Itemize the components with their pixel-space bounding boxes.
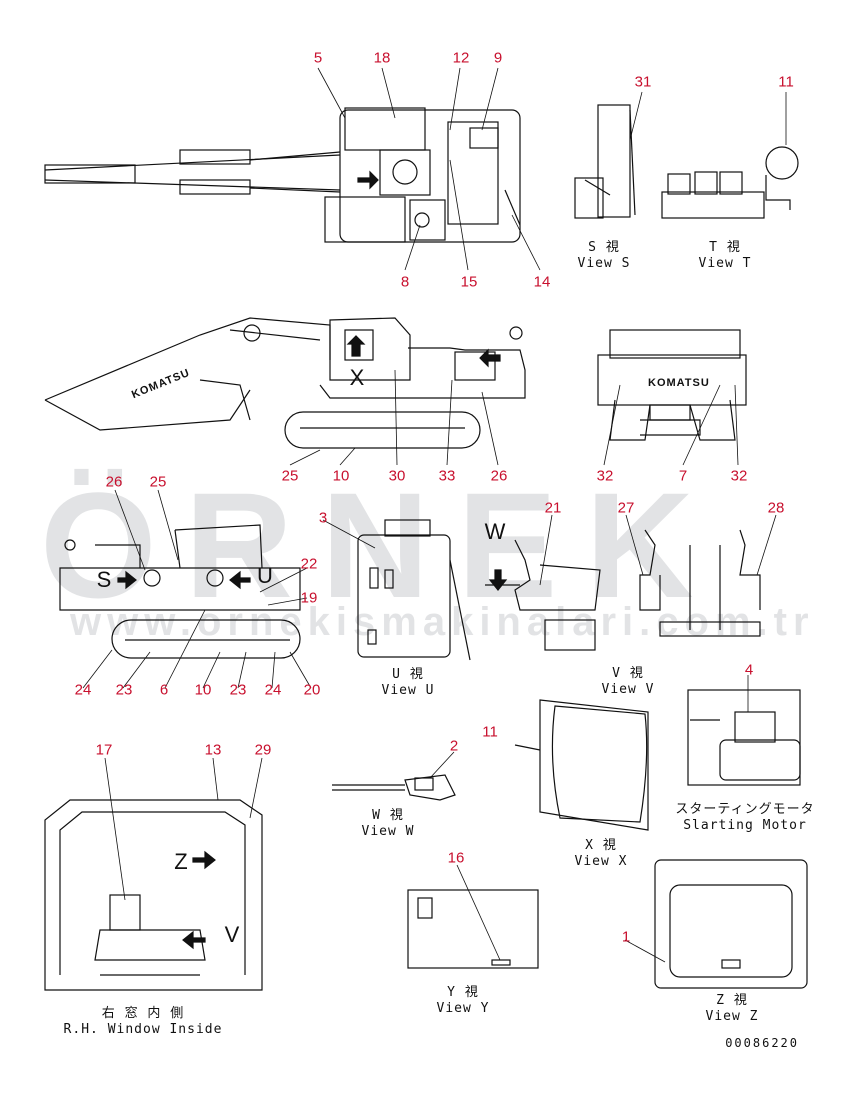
callout-number: 8 <box>400 273 410 291</box>
callout-number: 23 <box>229 681 247 699</box>
callout-number: 14 <box>533 273 551 291</box>
view-v-levers-drawing <box>639 529 761 637</box>
callout-number: 11 <box>778 73 794 91</box>
callout-number: 27 <box>617 499 635 517</box>
callout-number: 4 <box>744 661 754 679</box>
callout-number: 19 <box>300 589 318 607</box>
callout-number: 26 <box>490 467 508 485</box>
callout-number: 3 <box>318 509 328 527</box>
starting-motor-drawing <box>687 689 801 786</box>
callout-number: 16 <box>447 849 465 867</box>
callout-number: 26 <box>105 473 123 491</box>
callout-number: 13 <box>204 741 222 759</box>
callout-number: 21 <box>544 499 562 517</box>
callout-number: 1 <box>621 928 631 946</box>
watermark-logo: ÖRNEK <box>40 461 722 629</box>
callout-number: 7 <box>678 467 688 485</box>
view-letter-v: V <box>224 922 240 947</box>
callout-number: 6 <box>159 681 169 699</box>
callout-number: 32 <box>596 467 614 485</box>
top-view-drawing <box>44 107 521 243</box>
view-t-drawing <box>661 146 799 219</box>
view-letter-w: W <box>484 519 506 544</box>
callout-number: 17 <box>95 741 113 759</box>
view-w-drawing <box>332 774 456 801</box>
callout-number: 30 <box>388 467 406 485</box>
view-x-drawing <box>514 699 649 831</box>
callout-number: 20 <box>303 681 321 699</box>
callout-number: 12 <box>452 49 470 67</box>
callout-number: 10 <box>332 467 350 485</box>
side-view-rh-drawing <box>59 524 301 659</box>
callout-number: 28 <box>767 499 785 517</box>
callout-number: 9 <box>493 49 503 67</box>
callout-number: 31 <box>634 73 652 91</box>
callout-number: 15 <box>460 273 478 291</box>
callout-number: 23 <box>115 681 133 699</box>
rh-window-inside-drawing <box>44 799 263 991</box>
callout-number: 24 <box>74 681 92 699</box>
view-v-seat-drawing <box>485 539 601 651</box>
brand-label-rear: KOMATSU <box>648 377 710 389</box>
side-view-lh-drawing <box>44 317 526 449</box>
callout-number: 5 <box>313 49 323 67</box>
drawing-number: 00086220 <box>725 1036 799 1050</box>
view-u-drawing <box>357 519 471 661</box>
callout-number: 33 <box>438 467 456 485</box>
callout-number: 25 <box>149 473 167 491</box>
view-letter-z: Z <box>174 849 188 874</box>
callout-number: 24 <box>264 681 282 699</box>
view-letter-s: S <box>96 567 112 592</box>
callout-number: 11 <box>482 723 498 741</box>
callout-number: 2 <box>449 737 459 755</box>
callout-number: 25 <box>281 467 299 485</box>
callout-number: 10 <box>194 681 212 699</box>
view-letter-u: U <box>257 563 273 588</box>
callout-number: 22 <box>300 555 318 573</box>
leader-lines <box>82 67 787 963</box>
callout-number: 29 <box>254 741 272 759</box>
view-y-drawing <box>407 889 539 969</box>
callout-number: 18 <box>373 49 391 67</box>
callout-number: 32 <box>730 467 748 485</box>
view-s-drawing <box>574 104 636 219</box>
view-z-drawing <box>654 859 808 989</box>
view-letter-x: X <box>349 365 365 390</box>
